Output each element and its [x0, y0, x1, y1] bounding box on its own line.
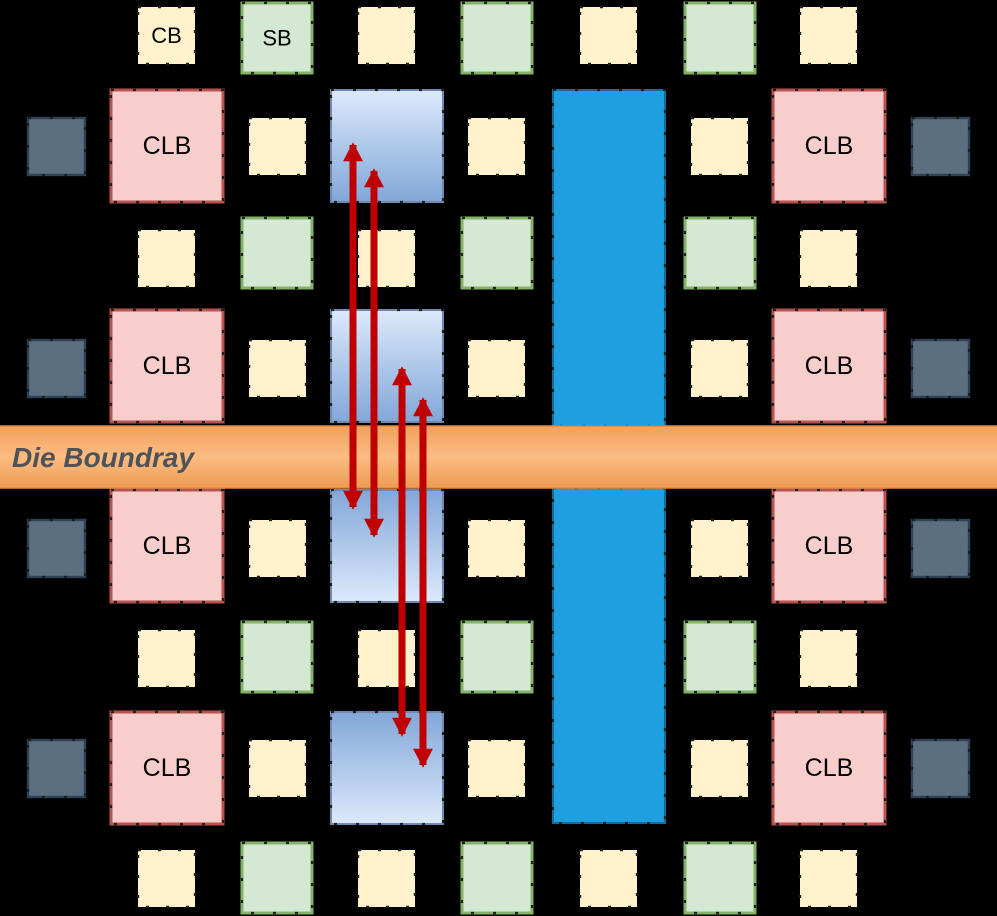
- routing-channel-column: [551, 88, 667, 825]
- io-block-pins: [910, 518, 971, 579]
- clb-block: [771, 88, 887, 204]
- sb-block: [460, 841, 534, 915]
- sb-block-pins: [460, 1, 534, 75]
- cb-block: [356, 628, 417, 689]
- io-block-pins: [910, 116, 971, 177]
- cb-block: [136, 848, 197, 909]
- cb-block: [136, 628, 197, 689]
- sb-block-pins: [683, 216, 757, 290]
- io-block: [910, 338, 971, 399]
- inter-die-arrows: [343, 142, 433, 768]
- sb-block: [683, 216, 757, 290]
- clb-block-label: CLB: [805, 132, 854, 160]
- sb-block-pins: [460, 841, 534, 915]
- sb-block-pins: [460, 620, 534, 694]
- sb-block: [240, 1, 314, 75]
- clb-block-label: CLB: [143, 132, 192, 160]
- routing-channel-lower-pins: [551, 486, 667, 825]
- sb-block-pins: [240, 620, 314, 694]
- clb-block-label: CLB: [805, 754, 854, 782]
- sb-block-pins: [240, 841, 314, 915]
- io-block-pins: [26, 738, 87, 799]
- cb-block: [466, 738, 527, 799]
- io-block: [910, 738, 971, 799]
- cb-block: [356, 228, 417, 289]
- io-block-pins: [26, 338, 87, 399]
- cb-block: [689, 738, 750, 799]
- sb-block-pins: [460, 216, 534, 290]
- die-boundary-label: Die Boundray: [12, 442, 195, 473]
- sb-block: [240, 216, 314, 290]
- cb-block: [578, 848, 639, 909]
- sb-block-pins: [683, 620, 757, 694]
- io-block: [910, 518, 971, 579]
- clb-block: [771, 308, 887, 424]
- cb-block: [356, 848, 417, 909]
- sb-block: [460, 620, 534, 694]
- io-block: [910, 116, 971, 177]
- sb-block-label: SB: [262, 26, 291, 51]
- sb-block-pins: [683, 1, 757, 75]
- routing-channel-upper-pins: [551, 88, 667, 428]
- sb-block-pins: [683, 841, 757, 915]
- clb-block: [771, 710, 887, 826]
- clb-block: [109, 710, 225, 826]
- cb-block: [136, 228, 197, 289]
- sb-block: [460, 1, 534, 75]
- cb-block: [578, 5, 639, 66]
- routing-channel-upper: [552, 89, 666, 427]
- clb-block-label: CLB: [805, 532, 854, 560]
- die-boundary-rect: [0, 425, 997, 489]
- cb-block-label: CB: [151, 23, 182, 48]
- cb-block: [689, 338, 750, 399]
- die-boundary-band: Die Boundray: [0, 425, 997, 489]
- io-block-pins: [26, 116, 87, 177]
- cb-block: [247, 518, 308, 579]
- clb-block-label: CLB: [143, 532, 192, 560]
- clb-block-label: CLB: [143, 352, 192, 380]
- cb-block: [466, 518, 527, 579]
- clb-block: [109, 88, 225, 204]
- cb-block: [466, 116, 527, 177]
- cb-block: [247, 738, 308, 799]
- inter-die-cb-block: [330, 89, 444, 203]
- io-block-pins: [26, 518, 87, 579]
- cb-block: [798, 5, 859, 66]
- sb-block: [683, 620, 757, 694]
- clb-block-label: CLB: [805, 352, 854, 380]
- io-block: [26, 738, 87, 799]
- cb-block: [136, 5, 197, 66]
- cb-block: [247, 338, 308, 399]
- cb-block: [798, 228, 859, 289]
- sb-block: [683, 841, 757, 915]
- sb-block: [683, 1, 757, 75]
- sb-block-pins: [240, 216, 314, 290]
- clb-block: [771, 488, 887, 604]
- routing-channel-lower: [552, 487, 666, 824]
- clb-block-label: CLB: [143, 754, 192, 782]
- sb-block: [240, 841, 314, 915]
- io-block: [26, 518, 87, 579]
- cb-block: [247, 116, 308, 177]
- cb-block: [798, 628, 859, 689]
- sb-block-pins: [240, 1, 314, 75]
- io-block: [26, 116, 87, 177]
- cb-block: [798, 848, 859, 909]
- sb-block: [240, 620, 314, 694]
- cb-block: [689, 518, 750, 579]
- io-block-pins: [910, 738, 971, 799]
- io-block-pins: [910, 338, 971, 399]
- clb-block: [109, 488, 225, 604]
- sb-block: [460, 216, 534, 290]
- io-block: [26, 338, 87, 399]
- cb-block: [466, 338, 527, 399]
- cb-block: [356, 5, 417, 66]
- cb-block: [689, 116, 750, 177]
- clb-block: [109, 308, 225, 424]
